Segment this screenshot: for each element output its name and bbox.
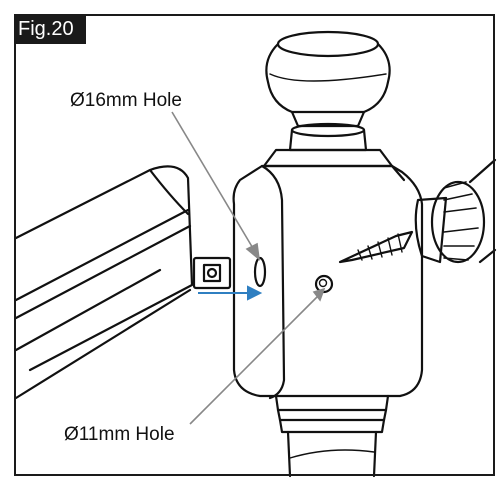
figure-number-tag: Fig.20 [14, 14, 86, 44]
bottom-collar [274, 394, 390, 478]
screw [338, 230, 414, 264]
leader-line-11mm [189, 295, 319, 425]
hub-body [232, 164, 424, 400]
figure-frame [14, 14, 495, 476]
side-knob [414, 158, 497, 264]
leader-arrowhead-11mm [312, 287, 326, 302]
leader-arrowhead-16mm [245, 242, 261, 261]
hole-16mm [253, 256, 267, 288]
insertion-arrowhead [247, 285, 263, 301]
leader-line-16mm [171, 111, 255, 251]
callout-11mm-hole: Ø11mm Hole [64, 424, 175, 445]
callout-16mm-hole: Ø16mm Hole [70, 90, 182, 111]
horizontal-rail [14, 165, 194, 400]
connector-bracket [192, 256, 232, 290]
hole-11mm [314, 274, 334, 294]
top-knob [262, 30, 394, 168]
